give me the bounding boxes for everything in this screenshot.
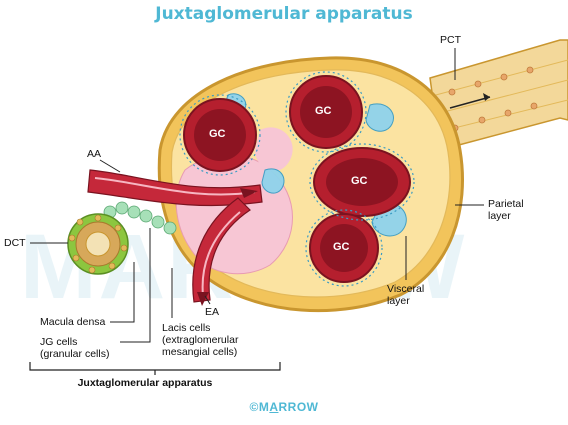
flow-arrow <box>449 96 491 109</box>
label-pct: PCT <box>440 34 461 46</box>
label-aa: AA <box>87 148 102 160</box>
leader-lines <box>30 48 484 343</box>
jg-cells <box>103 201 177 235</box>
bracket-label: Juxtaglomerular apparatus <box>77 377 213 389</box>
gc-label: GC <box>209 128 226 140</box>
glomerular-capillaries <box>179 71 415 287</box>
afferent-arteriole <box>87 169 263 207</box>
label-dct: DCT <box>4 237 26 249</box>
label-jg-cells: JG cells (granular cells) <box>40 336 110 360</box>
label-ea: EA <box>205 306 220 318</box>
efferent-arteriole <box>192 197 251 306</box>
label-parietal: Parietal layer <box>488 198 524 222</box>
gc-label: GC <box>333 241 350 253</box>
label-macula-densa: Macula densa <box>40 316 106 328</box>
footer-brand: ©MARROW <box>249 400 319 414</box>
label-lacis-cells: Lacis cells (extraglomerular mesangial c… <box>162 322 239 358</box>
bracket <box>29 362 281 375</box>
gc-label: GC <box>351 175 368 187</box>
label-visceral: Visceral layer <box>387 283 425 307</box>
page-title: Juxtaglomerular apparatus <box>155 4 413 24</box>
gc-label: GC <box>315 105 332 117</box>
dct-tubule <box>67 213 129 275</box>
